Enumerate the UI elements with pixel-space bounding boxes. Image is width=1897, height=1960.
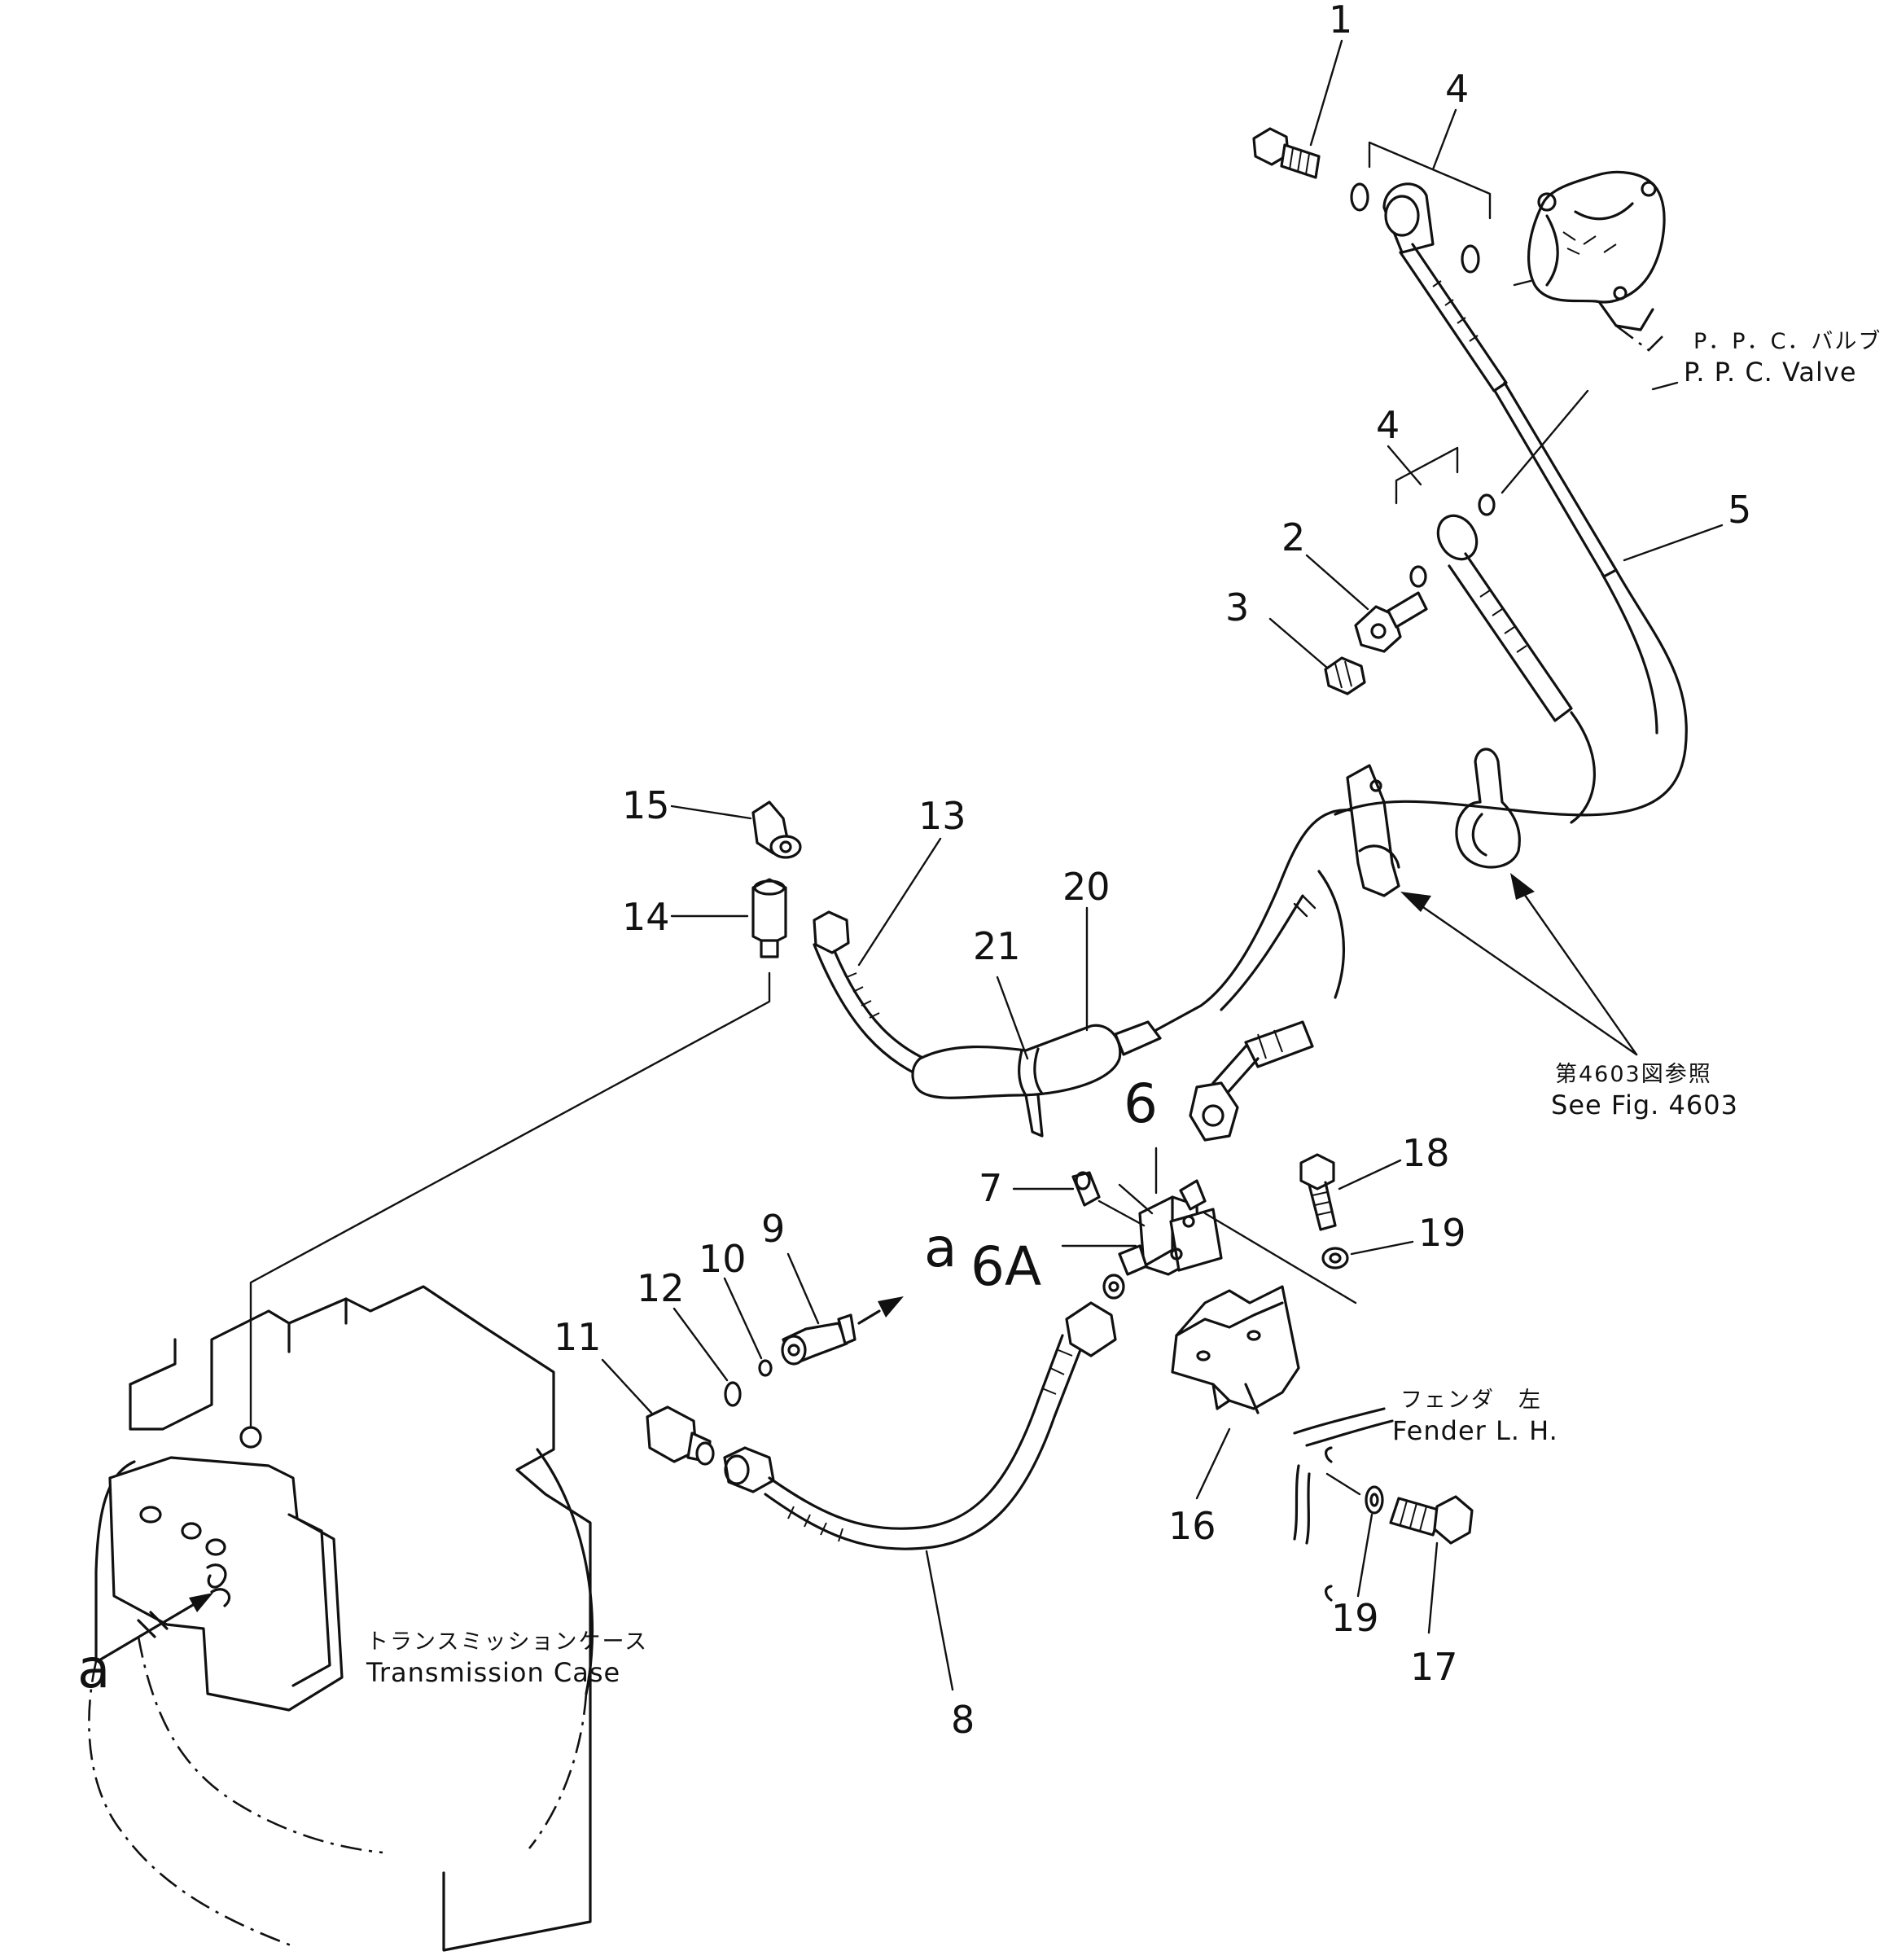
leader-15 [670, 805, 752, 820]
case-port-leader [249, 971, 771, 1428]
adapter-14 [751, 878, 787, 958]
o-ring-4-upper-left [1350, 182, 1369, 212]
hose-5-upper-fitting [1382, 182, 1508, 392]
leader-8 [925, 1550, 954, 1691]
elbow-15 [751, 800, 802, 859]
callout-3: 3 [1225, 585, 1249, 629]
see-fig-arrows [1400, 873, 1638, 1056]
callout-20: 20 [1062, 865, 1111, 909]
hose-upper-to-6 [1189, 1020, 1314, 1142]
callout-8: 8 [951, 1698, 975, 1742]
fender-label-en: Fender L. H. [1392, 1415, 1558, 1446]
callout-14: 14 [622, 895, 670, 939]
block-6 [1102, 1179, 1223, 1300]
callout-2: 2 [1281, 515, 1305, 559]
leader-3 [1268, 617, 1329, 669]
sleeve-20 [911, 1020, 1162, 1138]
transmission-case-label-en: Transmission Case [366, 1657, 620, 1688]
bracket-16 [1171, 1285, 1300, 1414]
leader-1 [1309, 39, 1343, 147]
ppc-valve [1513, 170, 1666, 352]
callout-9: 9 [761, 1207, 785, 1251]
leader-12 [672, 1307, 729, 1382]
leader-19-upper [1350, 1240, 1414, 1256]
leader-6 [1118, 1147, 1158, 1215]
callout-10: 10 [699, 1237, 747, 1281]
bolt-17 [1389, 1495, 1474, 1545]
leader-21 [996, 976, 1029, 1060]
leader-11 [601, 1358, 653, 1414]
see-fig-label-jp: 第4603図参照 [1555, 1062, 1712, 1087]
fender-lh [1293, 1407, 1394, 1602]
hose-5 [1493, 381, 1688, 817]
o-ring-4-lower-right [1478, 493, 1496, 516]
elbow-11 [646, 1405, 715, 1466]
bracket-6-line [1203, 1212, 1357, 1304]
plug-3 [1324, 656, 1366, 695]
callout-11: 11 [554, 1315, 602, 1359]
fender-label-jp: フェンダ 左 [1400, 1388, 1542, 1413]
callout-15: 15 [622, 783, 670, 827]
ppc-valve-label-en: P. P. C. Valve [1684, 357, 1857, 388]
fitting-2 [1354, 591, 1428, 653]
o-ring-4-lower-left [1409, 565, 1427, 588]
callout-19-upper: 19 [1418, 1211, 1466, 1255]
arrow-a-mid [857, 1296, 904, 1325]
ppc-valve-label-jp: P．P．C．バルブ [1693, 329, 1882, 354]
o-ring-4-upper-right [1461, 244, 1480, 274]
callout-1: 1 [1329, 0, 1352, 42]
leader-10 [723, 1277, 763, 1360]
see-fig-label-en: See Fig. 4603 [1551, 1090, 1738, 1120]
callout-a-left: a [77, 1638, 110, 1700]
washer-19-lower [1365, 1485, 1384, 1515]
washer-19-upper [1321, 1247, 1349, 1269]
transmission-case [88, 1285, 594, 1952]
transmission-case-label-jp: トランスミッションケース [366, 1629, 648, 1655]
bolt-1 [1252, 127, 1321, 179]
clamp-left [1346, 764, 1400, 897]
leader-5 [1623, 524, 1724, 562]
fitting-7 [1071, 1171, 1101, 1207]
callout-21: 21 [973, 924, 1021, 968]
o-ring-10 [758, 1359, 773, 1377]
callout-12: 12 [637, 1266, 685, 1310]
bracket-4-upper [1368, 141, 1492, 220]
leader-18 [1338, 1159, 1402, 1190]
leader-13 [857, 837, 942, 967]
callout-17: 17 [1410, 1645, 1458, 1689]
callout-18: 18 [1402, 1131, 1450, 1175]
adapter-9 [781, 1313, 856, 1366]
callout-19-lower: 19 [1331, 1596, 1379, 1640]
hose-lower-fitting [1436, 514, 1573, 722]
leader-16 [1195, 1427, 1231, 1500]
leader-19-lower [1356, 1513, 1373, 1598]
callout-4-upper: 4 [1445, 67, 1469, 111]
callout-a-mid: a [924, 1217, 957, 1279]
callout-16: 16 [1168, 1504, 1216, 1548]
hose-8 [723, 1301, 1117, 1550]
callout-6A: 6A [970, 1235, 1041, 1298]
callout-7: 7 [979, 1166, 1002, 1210]
leader-7b [1097, 1199, 1146, 1227]
hose-20 [1154, 800, 1516, 1032]
bolt-18 [1299, 1153, 1337, 1231]
bracket-4-lower [1395, 446, 1459, 505]
callout-6: 6 [1124, 1072, 1158, 1135]
callout-13: 13 [918, 794, 966, 838]
callout-4-lower: 4 [1376, 403, 1400, 447]
callout-5: 5 [1728, 488, 1751, 532]
leader-17 [1427, 1541, 1439, 1634]
leader-2 [1305, 554, 1369, 611]
leader-ppc-to-oring [1501, 389, 1589, 494]
leader-9 [786, 1252, 820, 1325]
o-ring-12 [724, 1381, 742, 1407]
